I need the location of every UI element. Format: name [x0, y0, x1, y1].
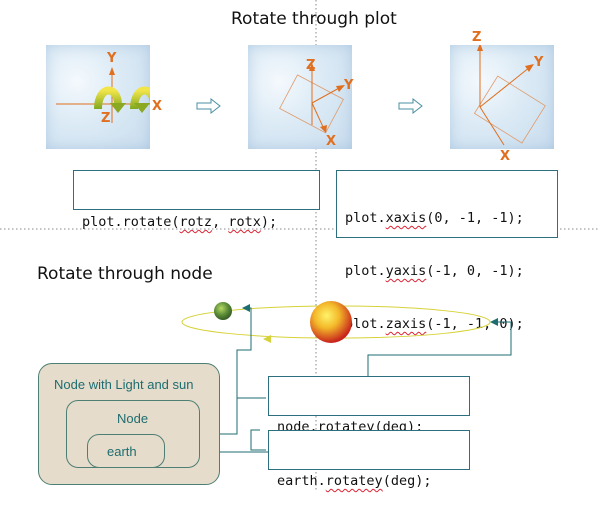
arrow-right-icon [398, 98, 423, 114]
panel1-z-label: Z [101, 111, 111, 126]
panel1-y-label: Y [107, 51, 117, 66]
code-line-earth-rotate: earth.rotatey(deg); [277, 473, 432, 489]
code-line-rotate: plot.rotate(rotz, rotx); [82, 214, 278, 230]
outer-node-label: Node with Light and sun [54, 377, 194, 392]
code-box-earth-rotate: earth.rotatey(deg); [268, 430, 470, 489]
top-title: Rotate through plot [231, 9, 397, 29]
earth-icon [214, 302, 232, 320]
axes-diagram-3 [473, 45, 546, 146]
earth-box [87, 434, 165, 468]
node-label: Node [117, 411, 149, 426]
arrow-right-icon [196, 98, 221, 114]
panel3-x-label: X [500, 149, 511, 164]
code-line-xaxis: plot.xaxis(0, -1, -1); [345, 210, 524, 226]
axes-diagram-1 [56, 67, 150, 123]
code-line-yaxis: plot.yaxis(-1, 0, -1); [345, 263, 524, 279]
panel3-z-label: Z [472, 30, 482, 45]
bottom-title: Rotate through node [37, 264, 213, 284]
axes-panel-3 [450, 45, 554, 149]
panel2-y-label: Y [344, 78, 354, 93]
panel2-x-label: X [326, 134, 337, 149]
axes-diagram-2 [279, 63, 345, 134]
node-diagram [168, 301, 512, 456]
code-box-axes: plot.xaxis(0, -1, -1); plot.yaxis(-1, 0,… [336, 170, 558, 332]
rotz-arrow-icon [94, 86, 126, 113]
axes-panel-2 [248, 45, 352, 149]
sun-icon [310, 301, 352, 343]
panel1-x-label: X [152, 99, 163, 114]
rotx-arrow-icon [130, 86, 150, 113]
code-box-rotate: plot.rotate(rotz, rotx); [73, 170, 320, 230]
code-line-zaxis: plot.zaxis(-1, -1, 0); [345, 316, 524, 332]
panel2-z-label: Z [306, 58, 316, 73]
panel3-y-label: Y [534, 55, 544, 70]
code-box-node-rotate: node.rotatey(deg); [268, 376, 470, 435]
earth-label: earth [107, 444, 137, 459]
